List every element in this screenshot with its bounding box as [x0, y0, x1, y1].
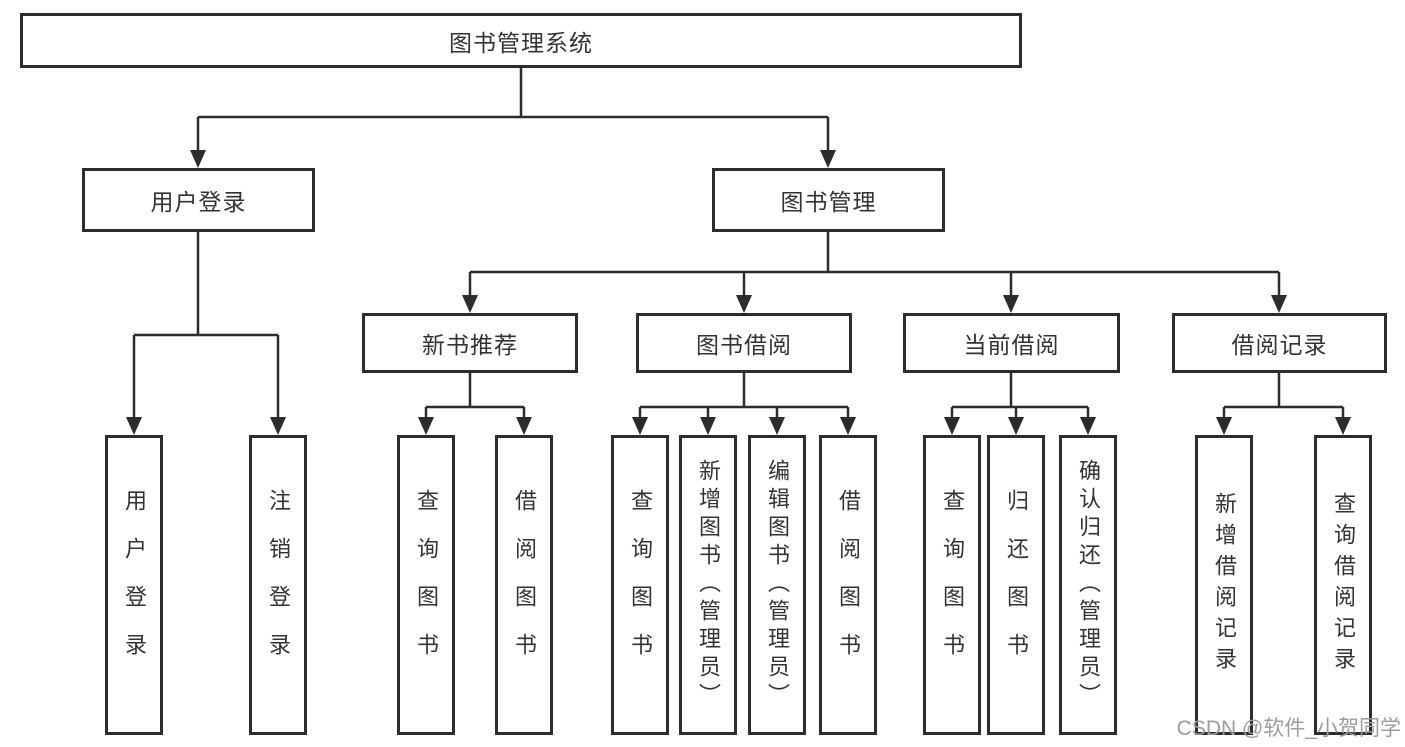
node-new-book-recommend: 新书推荐	[362, 313, 578, 373]
leaf-borrow-books-recommend: 借阅图书	[495, 435, 553, 735]
node-book-borrow-label: 图书借阅	[696, 332, 792, 358]
leaf-edit-books-admin: 编辑图书（管理员）	[748, 435, 806, 735]
leaf-add-borrow-record-label: 新增借阅记录	[1212, 492, 1237, 678]
leaf-edit-books-admin-label: 编辑图书（管理员）	[765, 459, 790, 711]
leaf-query-books-current: 查询图书	[923, 435, 981, 735]
leaf-query-books-recommend: 查询图书	[397, 435, 455, 735]
leaf-user-login: 用户登录	[105, 435, 163, 735]
leaf-add-books-admin-label: 新增图书（管理员）	[696, 459, 721, 711]
leaf-return-books-label: 归还图书	[1004, 489, 1029, 681]
node-current-borrow: 当前借阅	[903, 313, 1120, 373]
leaf-borrow-books-recommend-label: 借阅图书	[512, 489, 537, 681]
node-root-system: 图书管理系统	[20, 13, 1022, 68]
leaf-query-books-borrow-label: 查询图书	[628, 489, 653, 681]
node-borrow-records: 借阅记录	[1172, 313, 1387, 373]
node-book-management-label: 图书管理	[780, 189, 877, 215]
node-user-login: 用户登录	[82, 168, 315, 232]
node-book-borrow: 图书借阅	[636, 313, 852, 373]
leaf-query-borrow-record: 查询借阅记录	[1314, 435, 1372, 735]
leaf-add-borrow-record: 新增借阅记录	[1195, 435, 1253, 735]
node-user-login-label: 用户登录	[150, 189, 247, 215]
leaf-logout-login: 注销登录	[249, 435, 307, 735]
leaf-query-borrow-record-label: 查询借阅记录	[1331, 492, 1356, 678]
node-borrow-records-label: 借阅记录	[1231, 332, 1328, 358]
node-new-book-recommend-label: 新书推荐	[422, 332, 518, 358]
leaf-query-books-recommend-label: 查询图书	[414, 489, 439, 681]
leaf-logout-login-label: 注销登录	[266, 489, 291, 681]
leaf-query-books-borrow: 查询图书	[611, 435, 669, 735]
leaf-confirm-return-admin-label: 确认归还（管理员）	[1076, 459, 1101, 711]
leaf-confirm-return-admin: 确认归还（管理员）	[1059, 435, 1117, 735]
leaf-query-books-current-label: 查询图书	[940, 489, 965, 681]
node-book-management: 图书管理	[712, 168, 945, 232]
csdn-watermark: CSDN @软件_小贺同学	[1176, 717, 1401, 740]
leaf-borrow-books: 借阅图书	[819, 435, 877, 735]
leaf-borrow-books-label: 借阅图书	[836, 489, 861, 681]
leaf-add-books-admin: 新增图书（管理员）	[679, 435, 737, 735]
leaf-return-books: 归还图书	[987, 435, 1045, 735]
node-current-borrow-label: 当前借阅	[963, 332, 1060, 358]
leaf-user-login-label: 用户登录	[122, 489, 147, 681]
node-root-system-label: 图书管理系统	[449, 29, 593, 56]
